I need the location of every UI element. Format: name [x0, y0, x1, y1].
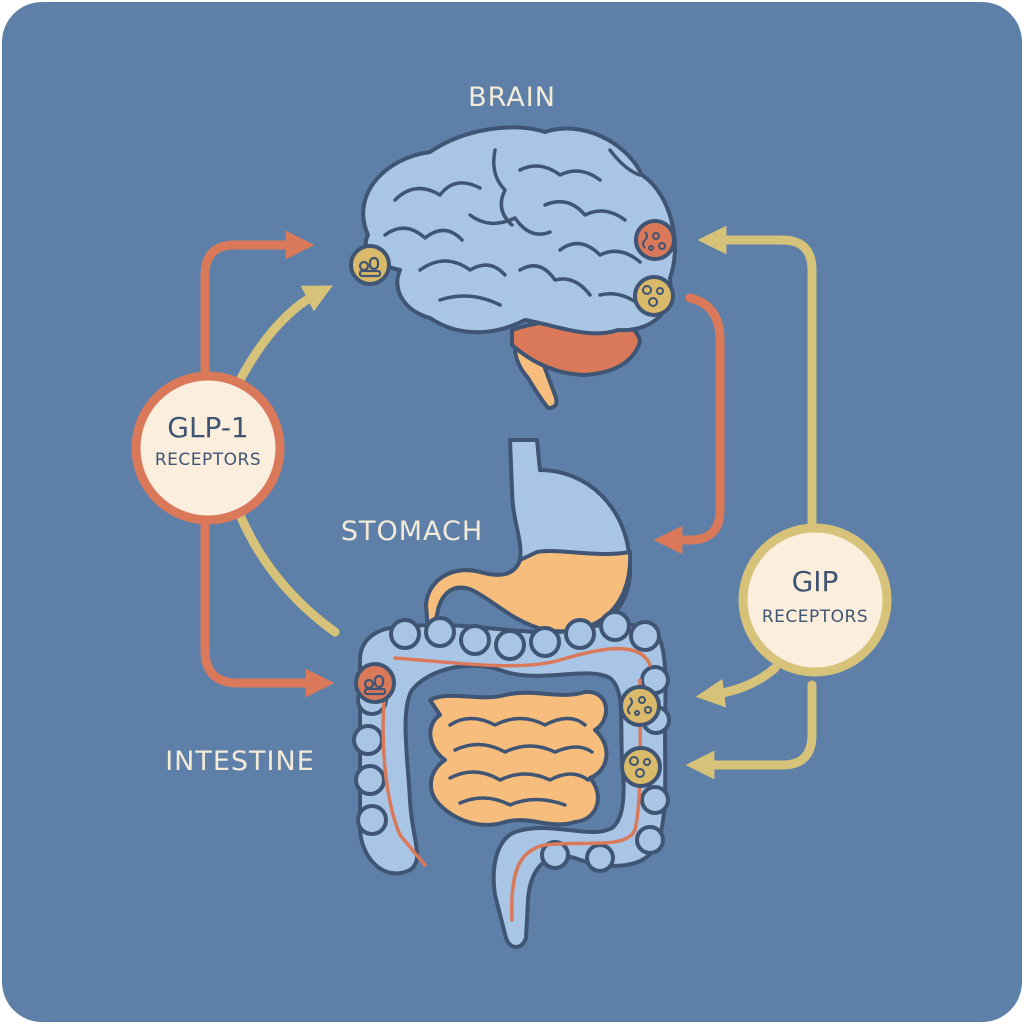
small-intestine-folds — [448, 716, 594, 807]
molecule-icon — [642, 231, 666, 251]
glp1-pathway — [200, 230, 340, 698]
brainstem — [512, 343, 559, 410]
brain-to-stomach-arrow — [653, 293, 725, 555]
intestine-label: INTESTINE — [165, 746, 315, 777]
glp1-receptor-title: GLP-1 — [167, 411, 248, 444]
intestine-receptor-right-upper — [619, 685, 661, 727]
glp1-yellow-curve-down — [235, 510, 340, 637]
brain-label: BRAIN — [468, 82, 556, 113]
brain-organ — [361, 125, 677, 410]
stomach-label: STOMACH — [341, 516, 483, 547]
glp1-receptor-badge: GLP-1 RECEPTORS — [131, 371, 285, 525]
small-intestine — [428, 689, 609, 827]
glp1-receptor-subtitle: RECEPTORS — [155, 450, 261, 470]
gip-arrow-to-intestine-upper — [695, 663, 780, 708]
brain-receptor-right-lower — [633, 275, 675, 317]
brain-receptor-right-upper — [634, 219, 676, 261]
gip-receptor-title: GIP — [792, 565, 839, 598]
gip-arrow-to-brain — [697, 225, 817, 545]
gip-receptor-subtitle: RECEPTORS — [762, 607, 868, 627]
stomach-organ — [424, 438, 633, 635]
molecule-icon — [627, 696, 652, 716]
glp1-yellow-arrow-to-brain — [235, 285, 333, 385]
intestine-receptor-left — [354, 662, 396, 704]
cell-cluster-icon — [358, 256, 382, 278]
intestine-receptor-right-lower — [620, 746, 662, 788]
gip-receptor-badge: GIP RECEPTORS — [738, 523, 892, 677]
cell-cluster-icon — [363, 674, 387, 696]
molecule-icon — [642, 285, 664, 307]
glp1-arrow-to-brain — [200, 230, 315, 383]
intestine-haustra — [352, 610, 671, 873]
brain-receptor-left — [349, 244, 391, 286]
stomach-contents — [424, 549, 633, 634]
intestine-organ — [352, 610, 671, 949]
gip-pathway — [653, 225, 817, 780]
glp1-arrow-to-intestine — [200, 517, 335, 698]
gip-arrow-to-intestine-lower — [685, 680, 817, 780]
molecule-icon — [629, 756, 651, 778]
